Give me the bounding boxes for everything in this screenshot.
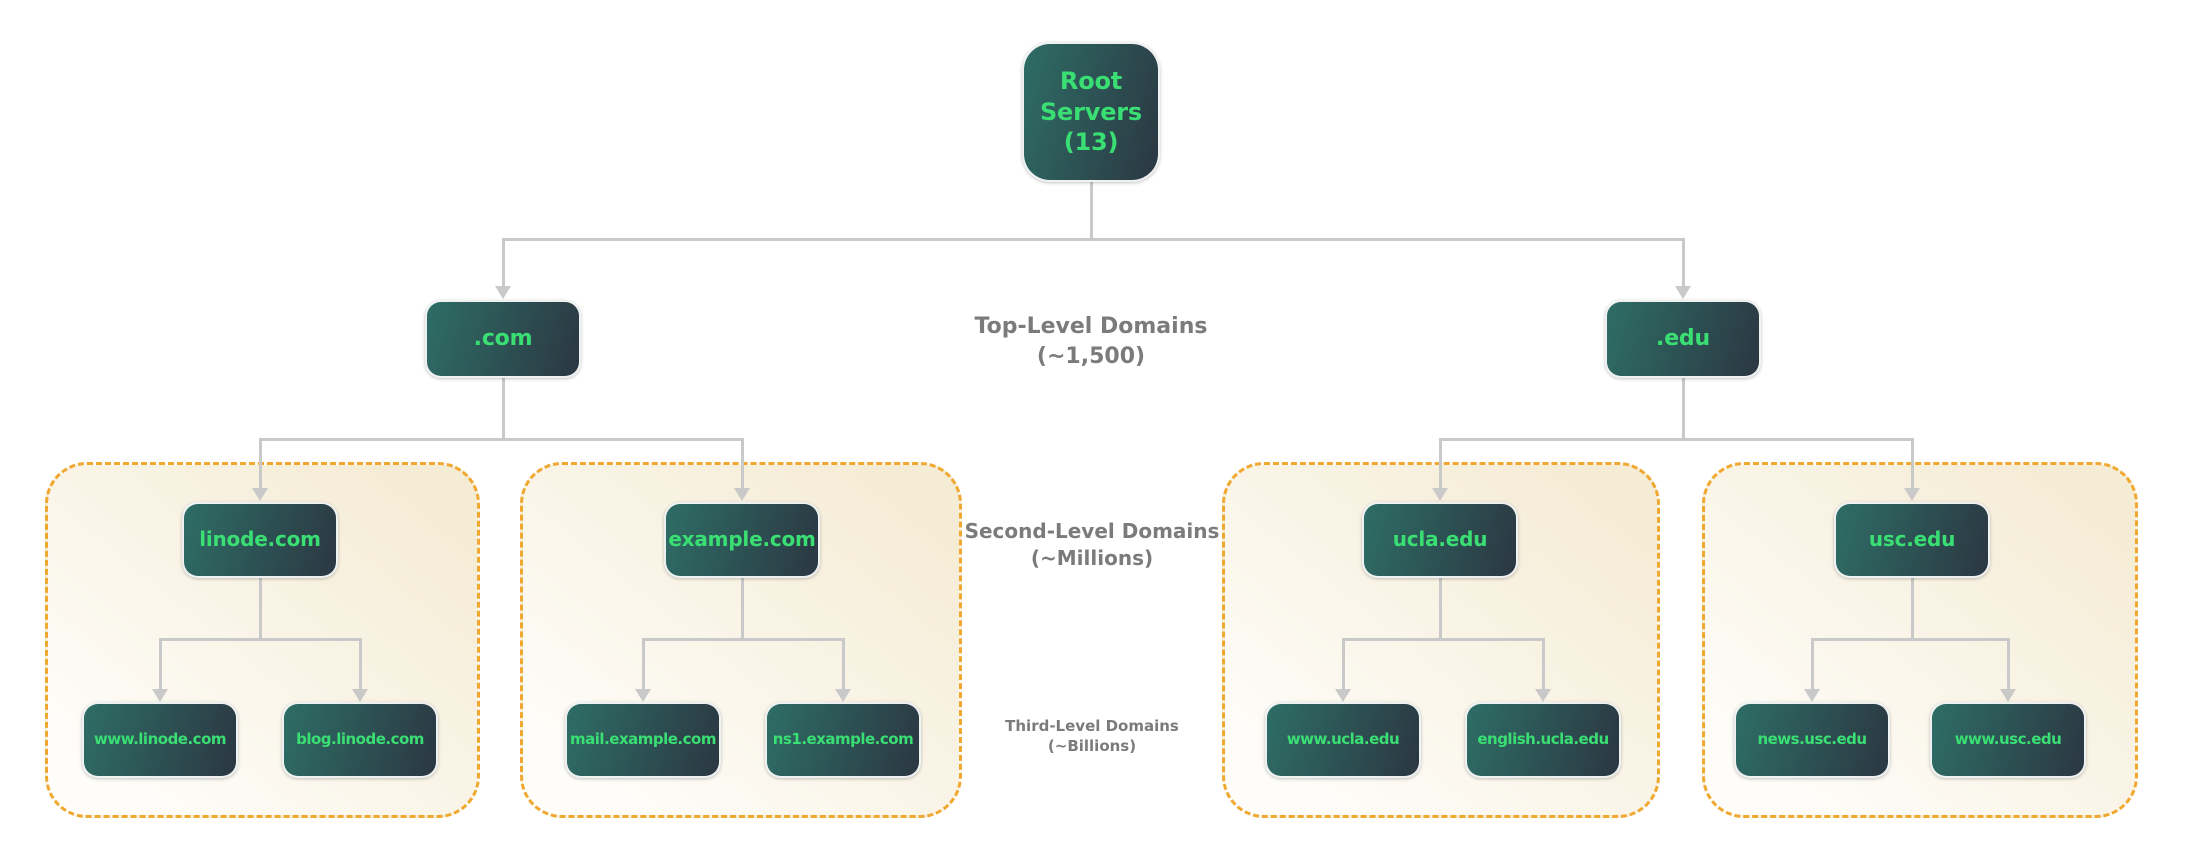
connector-line xyxy=(502,238,1684,241)
connector-line xyxy=(1439,578,1442,640)
node-linode-com: linode.com xyxy=(182,502,338,578)
node-com: .com xyxy=(425,300,581,378)
node-english-ucla-edu: english.ucla.edu xyxy=(1465,702,1621,778)
connector-line xyxy=(1439,438,1914,441)
connector-line xyxy=(842,638,845,690)
second-level-domains-label: Second-Level Domains (~Millions) xyxy=(942,518,1242,572)
connector-line xyxy=(159,638,162,690)
arrow-down-icon xyxy=(252,488,268,501)
connector-line xyxy=(741,578,744,640)
connector-line xyxy=(1342,638,1345,690)
arrow-down-icon xyxy=(1804,689,1820,702)
connector-line xyxy=(1439,438,1442,489)
third-level-domains-label: Third-Level Domains (~Billions) xyxy=(942,716,1242,757)
arrow-down-icon xyxy=(734,488,750,501)
connector-line xyxy=(359,638,362,690)
connector-line xyxy=(1542,638,1545,690)
connector-line xyxy=(1911,438,1914,489)
node-www-linode-com: www.linode.com xyxy=(82,702,238,778)
arrow-down-icon xyxy=(495,286,511,299)
connector-line xyxy=(259,438,744,441)
connector-line xyxy=(1911,578,1914,640)
connector-line xyxy=(259,578,262,640)
connector-line xyxy=(1811,638,1814,690)
node-usc-edu: usc.edu xyxy=(1834,502,1990,578)
connector-line xyxy=(1682,238,1685,287)
level-title: Second-Level Domains xyxy=(964,519,1220,543)
connector-line xyxy=(502,378,505,440)
arrow-down-icon xyxy=(1675,286,1691,299)
connector-line xyxy=(642,638,845,641)
node-www-usc-edu: www.usc.edu xyxy=(1930,702,2086,778)
connector-line xyxy=(1090,182,1093,238)
arrow-down-icon xyxy=(1904,488,1920,501)
top-level-domains-label: Top-Level Domains (~1,500) xyxy=(941,312,1241,371)
connector-line xyxy=(741,438,744,489)
level-subtitle: (~1,500) xyxy=(1036,343,1146,369)
arrow-down-icon xyxy=(635,689,651,702)
arrow-down-icon xyxy=(1432,488,1448,501)
level-subtitle: (~Millions) xyxy=(1030,546,1154,570)
level-title: Third-Level Domains xyxy=(1005,717,1179,735)
node-edu: .edu xyxy=(1605,300,1761,378)
node-root-servers: Root Servers (13) xyxy=(1022,42,1160,182)
node-blog-linode-com: blog.linode.com xyxy=(282,702,438,778)
level-subtitle: (~Billions) xyxy=(1047,737,1137,756)
connector-line xyxy=(159,638,362,641)
arrow-down-icon xyxy=(835,689,851,702)
arrow-down-icon xyxy=(2000,689,2016,702)
arrow-down-icon xyxy=(1535,689,1551,702)
connector-line xyxy=(259,438,262,489)
connector-line xyxy=(1342,638,1545,641)
node-mail-example-com: mail.example.com xyxy=(565,702,721,778)
connector-line xyxy=(642,638,645,690)
node-news-usc-edu: news.usc.edu xyxy=(1734,702,1890,778)
arrow-down-icon xyxy=(352,689,368,702)
arrow-down-icon xyxy=(152,689,168,702)
node-ucla-edu: ucla.edu xyxy=(1362,502,1518,578)
connector-line xyxy=(1682,378,1685,440)
node-example-com: example.com xyxy=(664,502,820,578)
arrow-down-icon xyxy=(1335,689,1351,702)
node-www-ucla-edu: www.ucla.edu xyxy=(1265,702,1421,778)
level-title: Top-Level Domains xyxy=(974,314,1208,339)
connector-line xyxy=(502,238,505,287)
node-ns1-example-com: ns1.example.com xyxy=(765,702,921,778)
connector-line xyxy=(1811,638,2010,641)
connector-line xyxy=(2007,638,2010,690)
